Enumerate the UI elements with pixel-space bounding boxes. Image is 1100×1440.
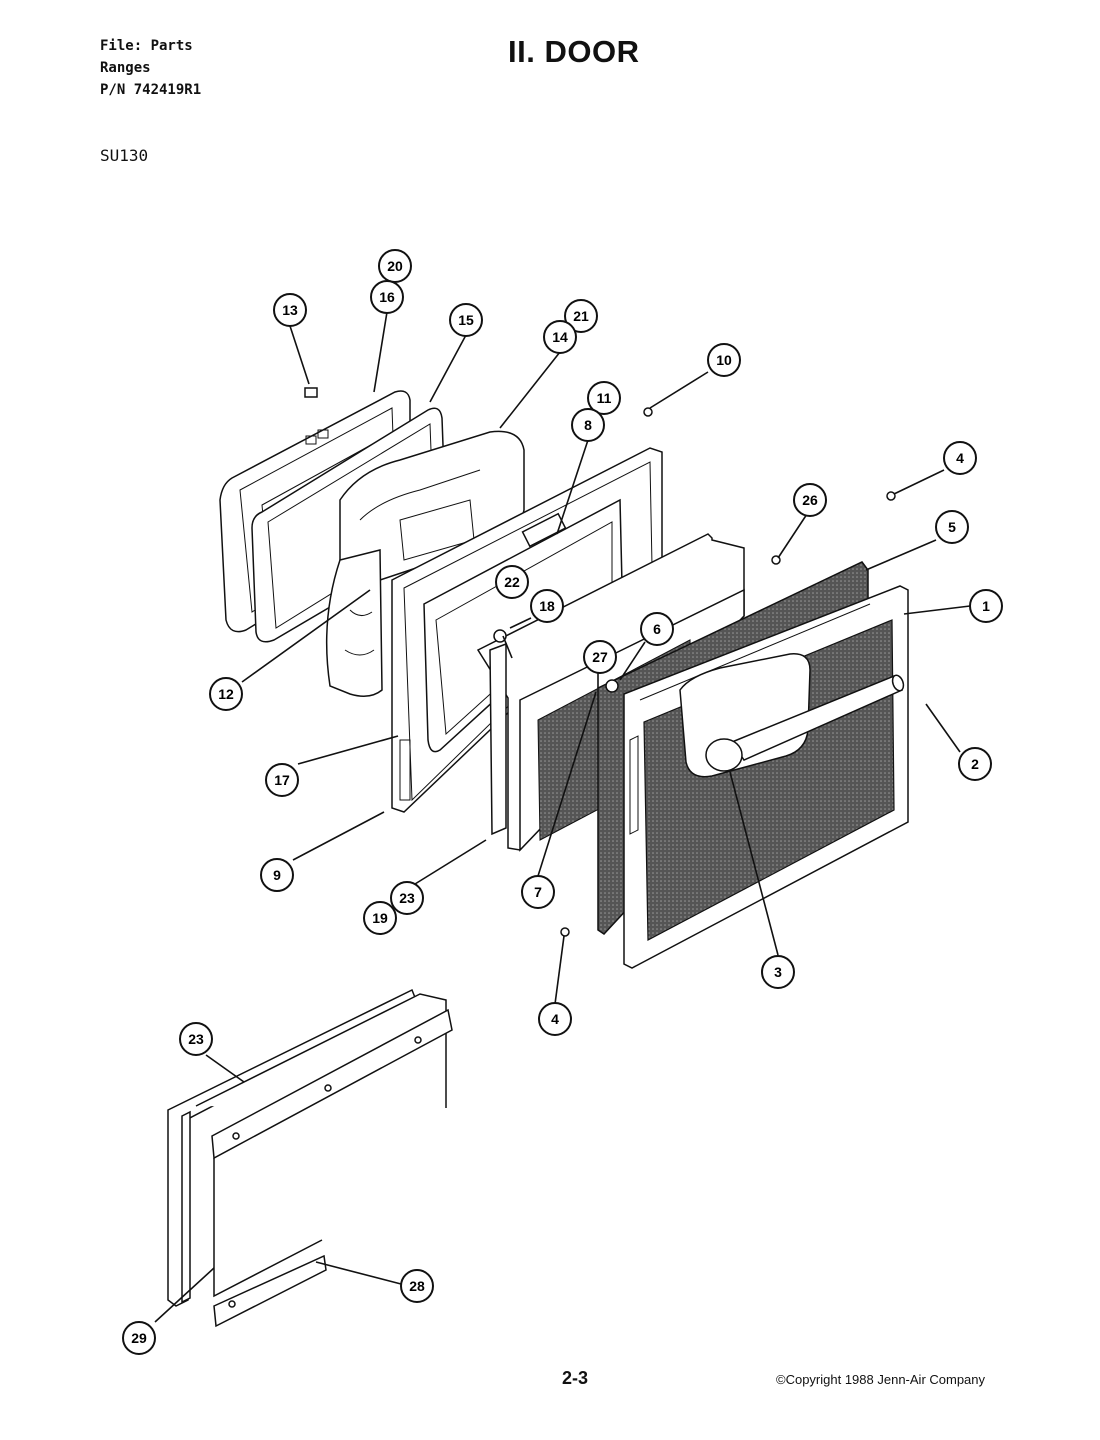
callout-21: 21 <box>564 299 598 333</box>
callout-3: 3 <box>761 955 795 989</box>
svg-text:9: 9 <box>273 867 281 883</box>
callout-16: 16 <box>370 280 404 314</box>
callout-23-upper: 23 <box>390 881 424 915</box>
lower-channel-detail <box>167 988 453 1328</box>
svg-text:12: 12 <box>218 686 234 702</box>
svg-text:27: 27 <box>592 649 608 665</box>
svg-text:17: 17 <box>274 772 290 788</box>
copyright-notice: ©Copyright 1988 Jenn-Air Company <box>776 1372 986 1387</box>
model-label: SU130 <box>100 146 149 165</box>
svg-text:1: 1 <box>982 598 990 614</box>
callout-13: 13 <box>273 293 307 327</box>
svg-text:20: 20 <box>387 258 403 274</box>
svg-text:26: 26 <box>802 492 818 508</box>
screw-part <box>493 407 896 937</box>
svg-text:2: 2 <box>971 756 979 772</box>
callout-11: 11 <box>587 381 621 415</box>
svg-text:5: 5 <box>948 519 956 535</box>
svg-text:13: 13 <box>282 302 298 318</box>
svg-text:6: 6 <box>653 621 661 637</box>
callout-19: 19 <box>363 901 397 935</box>
page-number: 2-3 <box>562 1368 589 1388</box>
file-label: File: Parts <box>100 38 193 54</box>
callout-20: 20 <box>378 249 412 283</box>
callout-28: 28 <box>400 1269 434 1303</box>
callout-4-lower: 4 <box>538 1002 572 1036</box>
callout-23-lower: 23 <box>179 1022 213 1056</box>
category-label: Ranges <box>100 60 151 76</box>
callout-1: 1 <box>969 589 1003 623</box>
callout-9: 9 <box>260 858 294 892</box>
svg-text:19: 19 <box>372 910 388 926</box>
svg-text:3: 3 <box>774 964 782 980</box>
leader-lines <box>154 311 971 1323</box>
part-number-label: P/N 742419R1 <box>100 82 202 98</box>
callout-22: 22 <box>495 565 529 599</box>
page-title: II. DOOR <box>508 34 640 69</box>
callout-10: 10 <box>707 343 741 377</box>
handle-cap-part <box>705 738 743 772</box>
callout-6: 6 <box>640 612 674 646</box>
svg-text:8: 8 <box>584 417 592 433</box>
svg-text:14: 14 <box>552 329 568 345</box>
svg-text:16: 16 <box>379 289 395 305</box>
svg-text:18: 18 <box>539 598 555 614</box>
callout-29: 29 <box>122 1321 156 1355</box>
callout-7: 7 <box>521 875 555 909</box>
svg-text:4: 4 <box>956 450 964 466</box>
callout-18: 18 <box>530 589 564 623</box>
callout-2: 2 <box>958 747 992 781</box>
callout-12: 12 <box>209 677 243 711</box>
callout-26: 26 <box>793 483 827 517</box>
callout-15: 15 <box>449 303 483 337</box>
svg-text:22: 22 <box>504 574 520 590</box>
svg-text:23: 23 <box>188 1031 204 1047</box>
svg-text:4: 4 <box>551 1011 559 1027</box>
svg-text:10: 10 <box>716 352 732 368</box>
clip-part <box>304 387 318 398</box>
svg-text:21: 21 <box>573 308 589 324</box>
callout-4-upper: 4 <box>943 441 977 475</box>
callout-14: 14 <box>543 320 577 354</box>
callout-5: 5 <box>935 510 969 544</box>
svg-text:11: 11 <box>597 390 612 406</box>
svg-text:28: 28 <box>409 1278 425 1294</box>
callout-27: 27 <box>583 640 617 674</box>
svg-text:29: 29 <box>131 1330 147 1346</box>
svg-text:7: 7 <box>534 884 542 900</box>
svg-text:15: 15 <box>458 312 474 328</box>
svg-text:23: 23 <box>399 890 415 906</box>
callout-8: 8 <box>571 408 605 442</box>
callout-17: 17 <box>265 763 299 797</box>
